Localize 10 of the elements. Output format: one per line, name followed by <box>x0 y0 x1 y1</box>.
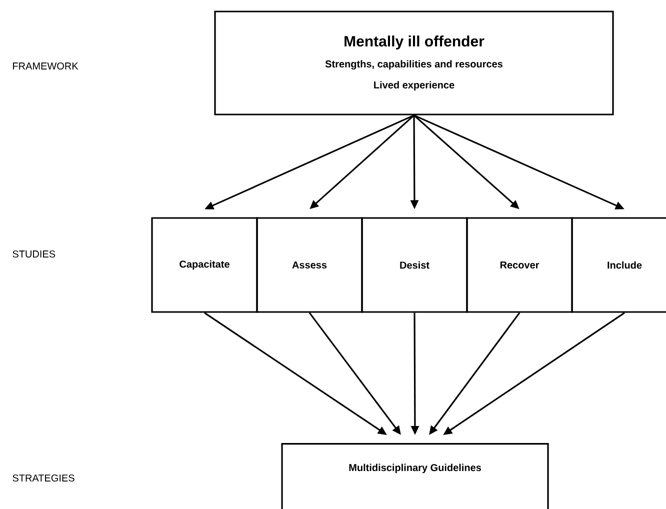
study-box: Desist <box>361 217 468 313</box>
section-label: FRAMEWORK <box>13 62 78 70</box>
section-label: STUDIES <box>12 250 56 258</box>
framework-box: Mentally ill offender Strengths, capabilities and resources Lived experience <box>214 10 614 116</box>
study-box: Recover <box>466 217 573 313</box>
strategy-box: Multidisciplinary Guidelines <box>281 443 549 509</box>
section-label: STRATEGIES <box>12 474 74 482</box>
study-box: Include <box>571 217 666 313</box>
study-box: Capacitate <box>151 217 258 313</box>
study-box: Assess <box>256 217 363 313</box>
